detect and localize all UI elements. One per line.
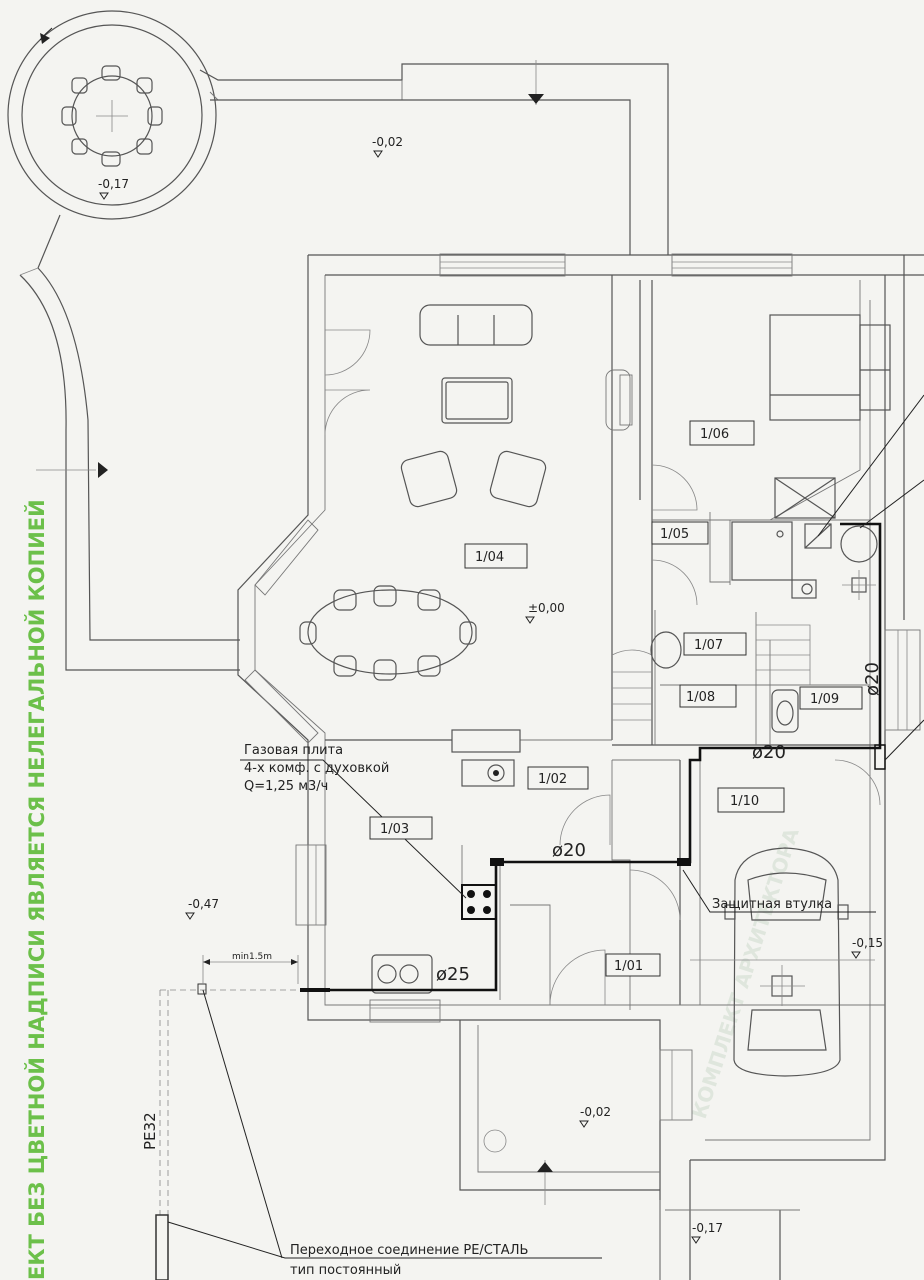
room-label-1-06: 1/06 [689,420,755,446]
svg-text:1/09: 1/09 [810,692,839,707]
level-terrace-top: -0,02 [372,135,403,149]
room-label-1-09: 1/09 [799,686,863,710]
svg-text:1/07: 1/07 [694,638,723,653]
terrace-outline [19,60,669,671]
level-yard-left: -0,47 [188,897,219,911]
room-label-1-03: 1/03 [369,816,433,840]
svg-text:1/08: 1/08 [686,690,715,705]
stove-note-line1: Газовая плита [244,743,343,758]
pipe-label-d25: ø25 [436,964,470,985]
doors [324,329,881,1006]
pipe-label-d20-kitchen: ø20 [552,840,586,861]
pipe-labels: ø20 ø20 ø20 ø25 PE32 [141,662,883,1150]
notes: Газовая плита 4-х комф. с духовкой Q=1,2… [232,743,832,1278]
stove-note-line3: Q=1,25 м3/ч [244,779,328,794]
windows [244,253,921,1121]
gas-stove [461,884,497,920]
level-bottom: -0,17 [692,1221,723,1235]
living-room-furniture [299,304,547,681]
bedroom-furniture [769,314,891,519]
room-label-1-10: 1/10 [717,787,785,813]
svg-text:1/05: 1/05 [660,527,689,542]
external-gas-line [155,955,300,1280]
svg-text:1/01: 1/01 [614,959,643,974]
room-label-1-08: 1/08 [679,684,737,708]
room-label-1-07: 1/07 [683,632,747,656]
background-watermark: КОМПЛЕКТ АРХИТЕКТОРА [687,825,804,1122]
room-label-1-04: 1/04 [464,543,528,569]
svg-text:1/04: 1/04 [475,550,504,565]
room-labels: 1/01 1/02 1/03 1/04 1/05 1/06 1/07 1/08 … [369,420,863,977]
level-porch: -0,02 [580,1105,611,1119]
level-gazebo: -0,17 [98,177,129,191]
level-garage-right: -0,15 [852,936,883,950]
level-main: ±0,00 [528,601,565,615]
svg-text:1/03: 1/03 [380,822,409,837]
garage-car [690,847,875,1077]
room-label-1-02: 1/02 [527,766,589,790]
copyright-watermark: ЕКТ БЕЗ ЦВЕТНОЙ НАДПИСИ ЯВЛЯЕТСЯ НЕЛЕГАЛ… [24,499,49,1280]
gazebo [7,10,217,220]
level-marks: -0,17 -0,02 ±0,00 -0,47 -0,15 -0,02 -0,1… [98,135,883,1244]
svg-text:1/02: 1/02 [538,772,567,787]
pipe-label-d20-vertical: ø20 [862,662,883,696]
kitchen-fixtures [371,729,521,994]
bathroom-fixtures [650,521,799,733]
gas-boiler [791,523,878,600]
room-label-1-05: 1/05 [651,521,709,545]
sleeve-note: Защитная втулка [712,897,832,912]
min-distance-label: min1.5m [232,952,272,962]
svg-text:1/06: 1/06 [700,427,729,442]
pipe-label-d20-mid: ø20 [752,742,786,763]
room-label-1-01: 1/01 [605,953,661,977]
stove-note-line2: 4-х комф. с духовкой [244,761,389,776]
svg-text:1/10: 1/10 [730,794,759,809]
leader-lines [167,394,924,1259]
pipe-label-pe32: PE32 [141,1112,159,1150]
porch-elements [483,1129,661,1280]
gas-pipeline [300,522,886,992]
transition-note-line1: Переходное соединение PE/СТАЛЬ [290,1243,528,1258]
transition-note-line2: тип постоянный [290,1263,401,1278]
